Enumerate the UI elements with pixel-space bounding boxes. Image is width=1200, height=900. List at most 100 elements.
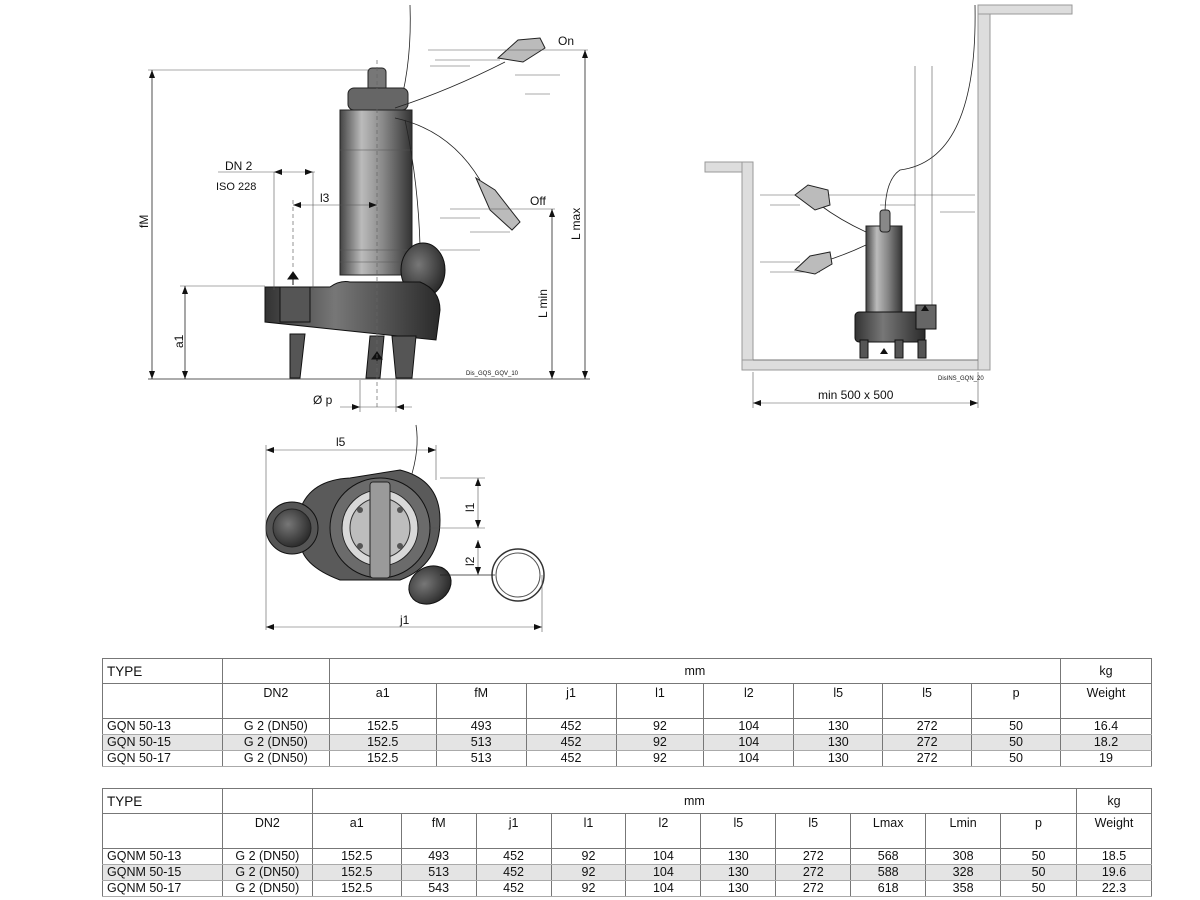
table-cell: G 2 (DN50) [221,864,313,881]
col-header: j1 [525,683,617,719]
mm-header: mm [311,788,1077,814]
table-cell: 104 [703,734,795,751]
col-header: l5 [775,813,852,849]
type-cell: GQN 50-17 [102,750,223,767]
table-cell: 513 [435,750,527,767]
dim-l5-label: l5 [336,435,346,449]
type-subheader [102,683,223,719]
dim-iso-label: ISO 228 [216,181,256,193]
table-cell: 92 [550,848,627,865]
table-cell: 19.6 [1075,864,1153,881]
type-header: TYPE [102,658,223,684]
table-cell: 92 [615,718,705,735]
type-cell: GQNM 50-17 [102,880,223,897]
table-cell: 92 [615,734,705,751]
dim-dn2-label: DN 2 [225,159,253,173]
table-cell: 50 [1000,880,1077,897]
type-header: TYPE [102,788,223,814]
col-header: p [971,683,1061,719]
table-cell: 50 [971,718,1061,735]
blank-header [221,788,313,814]
table-row: GQN 50-13 G 2 (DN50) 152.5 493 452 92 10… [102,718,1152,735]
table-cell: 104 [625,864,702,881]
table-cell: 92 [615,750,705,767]
kg-header: kg [1075,788,1153,814]
table-cell: 92 [550,864,627,881]
col-header: Weight [1060,683,1152,719]
table-cell: 452 [475,848,552,865]
col-header: Lmin [925,813,1002,849]
table-cell: G 2 (DN50) [221,750,330,767]
col-header: l1 [615,683,705,719]
table-cell: 272 [882,750,973,767]
installation-view: min 500 x 500 DisINS_GQN_20 [704,4,1073,408]
spec-table-gqnm: TYPE mm kg DN2 a1 fM j1 l1 l2 l5 l5 Lmax… [102,788,1153,897]
table-row: GQNM 50-13 G 2 (DN50) 152.5 493 452 92 1… [102,848,1153,865]
table-cell: G 2 (DN50) [221,718,330,735]
table-cell: 543 [400,880,477,897]
table-cell: 358 [925,880,1002,897]
dim-a1-label: a1 [172,334,186,348]
table-cell: 130 [793,718,884,735]
type-cell: GQNM 50-13 [102,848,223,865]
col-header: fM [400,813,477,849]
table-cell: G 2 (DN50) [221,734,330,751]
table-cell: 130 [700,880,777,897]
table-cell: G 2 (DN50) [221,848,313,865]
table-cell: 272 [882,734,973,751]
table-cell: 272 [775,848,852,865]
pump-top-view: l5 l1 l2 j1 [265,424,545,632]
table-row: GQNM 50-15 G 2 (DN50) 152.5 513 452 92 1… [102,864,1153,881]
technical-drawing: fM a1 DN 2 ISO 228 l3 On Off L max L min [137,4,1073,632]
table-cell: G 2 (DN50) [221,880,313,897]
table-cell: 452 [525,718,617,735]
table-cell: 50 [1000,864,1077,881]
off-label: Off [530,194,546,208]
table-cell: 50 [1000,848,1077,865]
float-switch-off-icon [474,176,521,231]
table-cell: 18.2 [1060,734,1152,751]
table-cell: 272 [775,864,852,881]
table-row: GQN 50-17 G 2 (DN50) 152.5 513 452 92 10… [102,750,1152,767]
table-cell: 50 [971,734,1061,751]
table-cell: 272 [882,718,973,735]
table-cell: 104 [703,750,795,767]
dim-lmax-label: L max [569,208,583,240]
table-row: GQNM 50-17 G 2 (DN50) 152.5 543 452 92 1… [102,880,1153,897]
table-cell: 130 [793,734,884,751]
drawing-ref-install: DisINS_GQN_20 [938,376,984,382]
table-cell: 328 [925,864,1002,881]
kg-header: kg [1060,658,1152,684]
table-cell: 130 [793,750,884,767]
table-cell: 493 [435,718,527,735]
table-cell: 152.5 [311,848,402,865]
table-cell: 92 [550,880,627,897]
table-cell: 152.5 [328,734,437,751]
spec-table-gqn: TYPE mm kg DN2 a1 fM j1 l1 l2 l5 l5 p We… [102,658,1152,767]
dim-l2-label: l2 [463,556,477,566]
type-cell: GQN 50-15 [102,734,223,751]
table-cell: 130 [700,848,777,865]
col-header: DN2 [221,683,330,719]
on-label: On [558,34,574,48]
table-cell: 452 [475,864,552,881]
col-header: a1 [328,683,437,719]
type-cell: GQNM 50-15 [102,864,223,881]
col-header: p [1000,813,1077,849]
col-header: l5 [700,813,777,849]
table-cell: 19 [1060,750,1152,767]
table-cell: 152.5 [328,750,437,767]
table-cell: 18.5 [1075,848,1153,865]
col-header: l2 [703,683,795,719]
dim-l1-label: l1 [463,502,477,512]
col-header: j1 [475,813,552,849]
table-cell: 493 [400,848,477,865]
col-header: Weight [1075,813,1153,849]
blank-header [221,658,330,684]
table-cell: 152.5 [328,718,437,735]
col-header: l1 [550,813,627,849]
table-cell: 16.4 [1060,718,1152,735]
table-cell: 618 [850,880,927,897]
col-header: l5 [793,683,884,719]
col-header: DN2 [221,813,313,849]
